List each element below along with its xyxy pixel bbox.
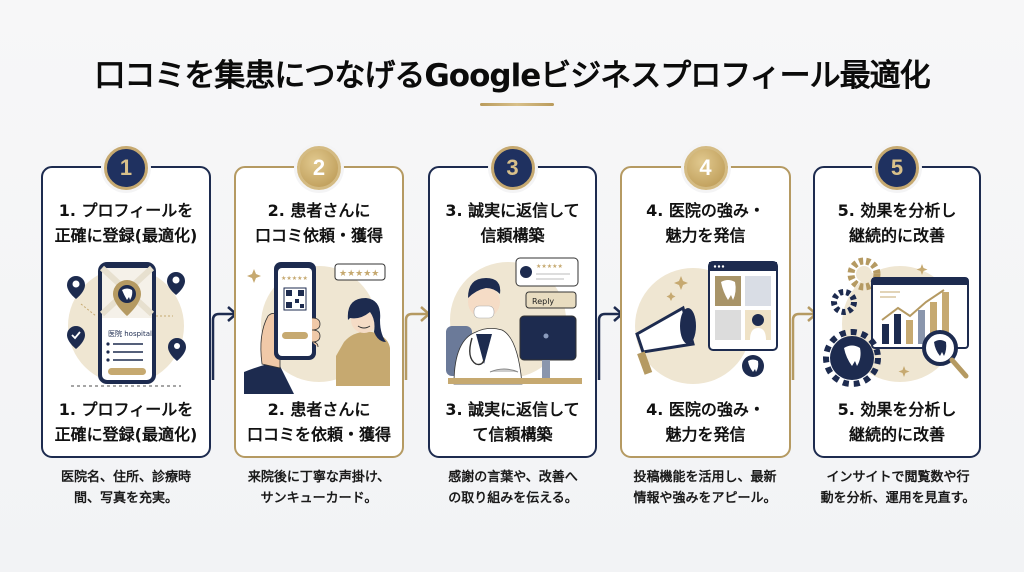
- step-description-4: 投稿機能を活用し、最新 情報や強みをアピール。: [633, 470, 777, 506]
- step-number-badge: 3: [490, 146, 535, 190]
- step-number-badge: 4: [683, 146, 728, 190]
- svg-text:医院 hospital: 医院 hospital: [108, 329, 152, 338]
- step-title: 4. 医院の強み・ 魅力を発信: [646, 201, 765, 245]
- step-title: 3. 誠実に返信して 信頼構築: [445, 201, 580, 245]
- qr-code-phone-patient-icon: ★★★★★ ★★★★★: [244, 262, 390, 394]
- step-subtitle: 4. 医院の強み・ 魅力を発信: [646, 400, 765, 444]
- step-title: 2. 患者さんに 口コミ依頼・獲得: [254, 201, 383, 245]
- svg-text:Reply: Reply: [532, 297, 554, 306]
- step-number-badge: 5: [875, 146, 919, 190]
- step-card-4: 4 4. 医院の強み・ 魅力を発信 4. 医院の強み・ 魅力を発信: [620, 146, 791, 458]
- svg-text:★★★★★: ★★★★★: [281, 275, 308, 282]
- step-description-3: 感謝の言葉や、改善へ の取り組みを伝える。: [448, 470, 578, 506]
- step-title: 1. プロフィールを 正確に登録(最適化): [54, 201, 198, 245]
- step-subtitle: 2. 患者さんに 口コミを依頼・獲得: [246, 400, 391, 444]
- step-subtitle: 1. プロフィールを 正確に登録(最適化): [54, 400, 198, 444]
- doctor-reply-computer-icon: ★★★★★ Reply: [445, 257, 582, 385]
- step-subtitle: 5. 効果を分析し 継続的に改善: [837, 400, 957, 444]
- step-card-5: 5 5. 効果を分析し 継続的に改善 5. 効果を分析し 継続的に改善: [813, 146, 981, 458]
- step-number-badge: 1: [104, 146, 148, 190]
- step-number-badge: 2: [297, 146, 341, 190]
- step-card-1: 1 1. プロフィールを 正確に登録(最適化) 医院 hospital 1. プ…: [41, 146, 211, 458]
- step-card-2: 2 2. 患者さんに 口コミ依頼・獲得 ★★★★★ ★★★★★ 2. 患者さんに…: [234, 146, 404, 458]
- step-description-5: インサイトで閲覧数や行 動を分析、運用を見直す。: [820, 470, 976, 506]
- step-title: 5. 効果を分析し 継続的に改善: [837, 201, 957, 245]
- step-description-1: 医院名、住所、診療時 間、写真を充実。: [60, 470, 191, 506]
- page-title: 口コミを集患につなげるGoogleビジネスプロフィール最適化: [94, 58, 930, 94]
- svg-text:★★★★★: ★★★★★: [536, 263, 563, 270]
- title-underline: [480, 103, 554, 106]
- svg-text:★★★★★: ★★★★★: [339, 269, 379, 279]
- megaphone-post-icon: [634, 261, 778, 384]
- analytics-gear-magnifier-icon: [823, 257, 969, 387]
- step-subtitle: 3. 誠実に返信して て信頼構築: [445, 400, 580, 444]
- smartphone-map-pin-icon: 医院 hospital: [67, 262, 186, 387]
- step-card-3: 3 3. 誠実に返信して 信頼構築 ★★★★★ Reply 3. 誠実に返信して…: [428, 146, 597, 458]
- step-description-2: 来院後に丁寧な声掛け、 サンキューカード。: [247, 470, 391, 506]
